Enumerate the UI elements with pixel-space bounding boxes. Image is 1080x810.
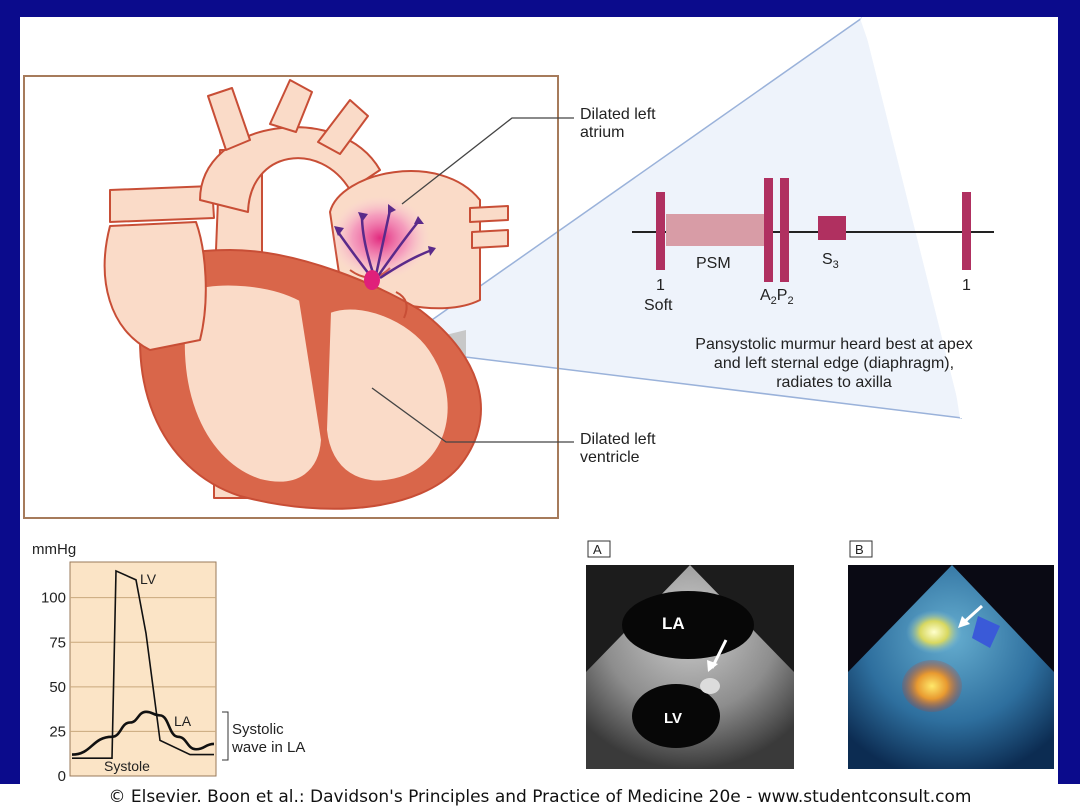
systole-label: Systole xyxy=(104,758,150,774)
y-tick-label: 0 xyxy=(58,768,66,785)
pressure-y-ticks: 0 25 50 75 100 xyxy=(41,590,66,785)
echo-b-inflow-jet xyxy=(902,660,962,712)
ventricle-label-line1: Dilated left xyxy=(580,431,656,448)
la-curve-label: LA xyxy=(174,713,192,729)
systolic-wave-line2: wave in LA xyxy=(231,739,305,756)
ventricle-leader xyxy=(371,387,574,443)
y-tick-label: 50 xyxy=(49,679,66,696)
a2-bar xyxy=(764,178,773,282)
regurgitant-jet xyxy=(330,196,430,280)
fan-edge-lower xyxy=(391,347,963,419)
y-tick-label: 100 xyxy=(41,590,66,607)
heart-illustration xyxy=(103,79,509,510)
p2-bar xyxy=(780,178,789,282)
systolic-wave-line1: Systolic xyxy=(232,721,284,738)
panel-b-label: B xyxy=(855,542,864,557)
psm-label: PSM xyxy=(696,255,731,272)
caption-line3: radiates to axilla xyxy=(776,374,892,391)
panel-b-tag xyxy=(849,540,873,558)
y-tick-label: 75 xyxy=(49,634,66,651)
a2p2-label: A2P2 xyxy=(760,287,794,307)
pressure-gridlines xyxy=(70,597,216,732)
lv-pressure-curve xyxy=(72,569,214,759)
s3-label: S3 xyxy=(822,251,839,271)
caption-line2: and left sternal edge (diaphragm), xyxy=(714,355,954,372)
s1-first-bar xyxy=(656,192,665,270)
credit-line: © Elsevier. Boon et al.: Davidson's Prin… xyxy=(0,784,1080,810)
y-tick-label: 25 xyxy=(49,723,66,740)
soft-label: Soft xyxy=(644,297,673,314)
unit-label: mmHg xyxy=(32,541,76,558)
panel-a-label: A xyxy=(593,542,602,557)
caption-line1: Pansystolic murmur heard best at apex xyxy=(695,336,972,353)
atrium-label-line2: atrium xyxy=(580,124,624,141)
atrium-label-line1: Dilated left xyxy=(580,106,656,123)
echo-a-lv-label: LV xyxy=(664,710,682,727)
s3-bar xyxy=(818,216,846,240)
phonocardiogram xyxy=(632,178,994,282)
echo-b-regurgitant-jet xyxy=(906,610,962,654)
s1-first-label: 1 xyxy=(656,277,665,294)
heart-frame xyxy=(23,75,559,519)
pressure-plot-area xyxy=(69,561,217,777)
slide-canvas: Dilated left atrium Dilated left ventric… xyxy=(20,17,1058,785)
ventricle-label-line2: ventricle xyxy=(580,449,640,466)
atrium-leader xyxy=(401,117,574,205)
s1-last-label: 1 xyxy=(962,277,971,294)
figure-svg: Dilated left atrium Dilated left ventric… xyxy=(23,17,1054,785)
echo-a-la-label: LA xyxy=(662,614,685,633)
la-pressure-curve xyxy=(71,710,215,756)
psm-murmur-bar xyxy=(666,214,764,246)
panel-a-tag xyxy=(587,540,611,558)
s1-last-bar xyxy=(962,192,971,270)
echo-a-lv-cavity xyxy=(632,684,720,748)
echo-a-la-cavity xyxy=(622,591,754,659)
lv-curve-label: LV xyxy=(140,571,157,587)
